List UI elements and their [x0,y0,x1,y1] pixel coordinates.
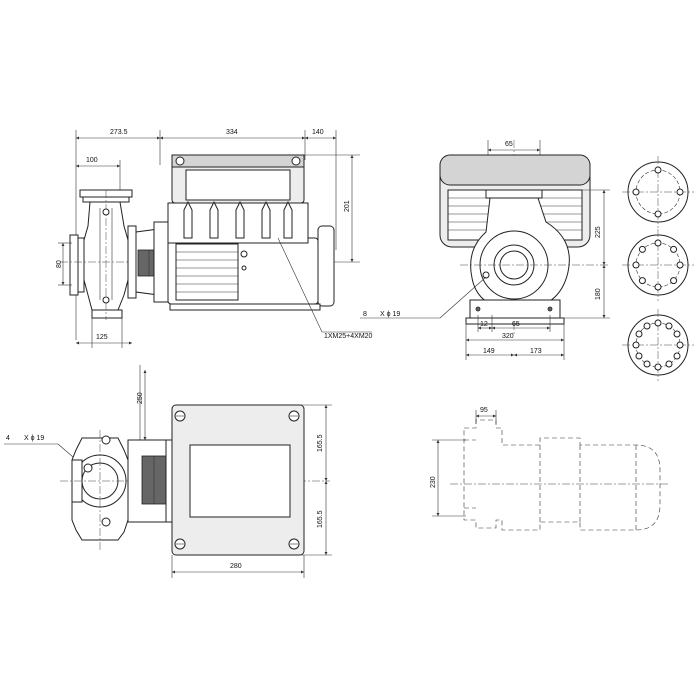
dim-65-outlet: 65 [505,141,513,148]
pump-casing [60,189,330,320]
dim-100: 100 [86,157,98,164]
plan-view-width-dimension: 280 [171,555,305,578]
coupling [127,221,169,303]
flange-pattern-top [622,156,694,228]
flange-pattern-bottom [622,309,694,381]
dim-165-5-bottom: 165.5 [317,510,324,528]
dim-65-foot: 65 [512,321,520,328]
plan-motor [171,404,305,556]
front-view: 65 [360,140,694,381]
outline-view [450,419,670,531]
dim-280: 280 [230,563,242,570]
dim-149: 149 [483,348,495,355]
bolt-count-4: 4 [6,435,10,442]
flange-dimension: 80 [56,242,72,286]
side-view-top-dimensions: 273.5 334 140 100 [75,129,337,340]
bolt-size-note-top: X ϕ 19 [380,311,400,318]
terminal-box [167,154,309,244]
dim-173: 173 [530,348,542,355]
dim-180: 180 [595,288,602,300]
side-view: 273.5 334 140 100 201 [56,129,373,348]
outline-view-dimensions: 95 230 [430,407,497,517]
base-dimension: 125 [76,318,132,348]
dim-273-5: 273.5 [110,129,128,136]
bolt-size-note-bottom: X ϕ 19 [24,435,44,442]
flange-pattern-middle [622,229,694,301]
dim-125: 125 [96,334,108,341]
cable-entry-label: 1XM25+4XM20 [324,333,373,340]
plan-view-height-dimensions: 165.5 165.5 [300,404,332,556]
dim-201: 201 [344,200,351,212]
plan-view: 4 X ϕ 19 250 [4,365,332,578]
dim-250: 250 [137,392,144,404]
dim-230: 230 [430,476,437,488]
dim-320: 320 [502,333,514,340]
front-view-bottom-dimensions: 12 65 320 149 173 [465,315,565,360]
dim-140: 140 [312,129,324,136]
dim-80: 80 [56,260,63,268]
plan-coupling [127,439,175,523]
plan-pump [60,430,330,550]
front-view-bolt-callout: 8 X ϕ 19 [360,276,487,319]
front-view-height-dimensions: 225 180 [560,189,610,319]
front-view-volute [460,189,610,325]
dim-334: 334 [226,129,238,136]
dim-95: 95 [480,407,488,414]
plan-view-offset-dimension: 250 [137,365,147,440]
cable-entry-callout: 1XM25+4XM20 [277,237,373,340]
dim-12: 12 [480,321,488,328]
dim-225: 225 [595,226,602,238]
dim-165-5-top: 165.5 [317,434,324,452]
bolt-count-8: 8 [363,311,367,318]
